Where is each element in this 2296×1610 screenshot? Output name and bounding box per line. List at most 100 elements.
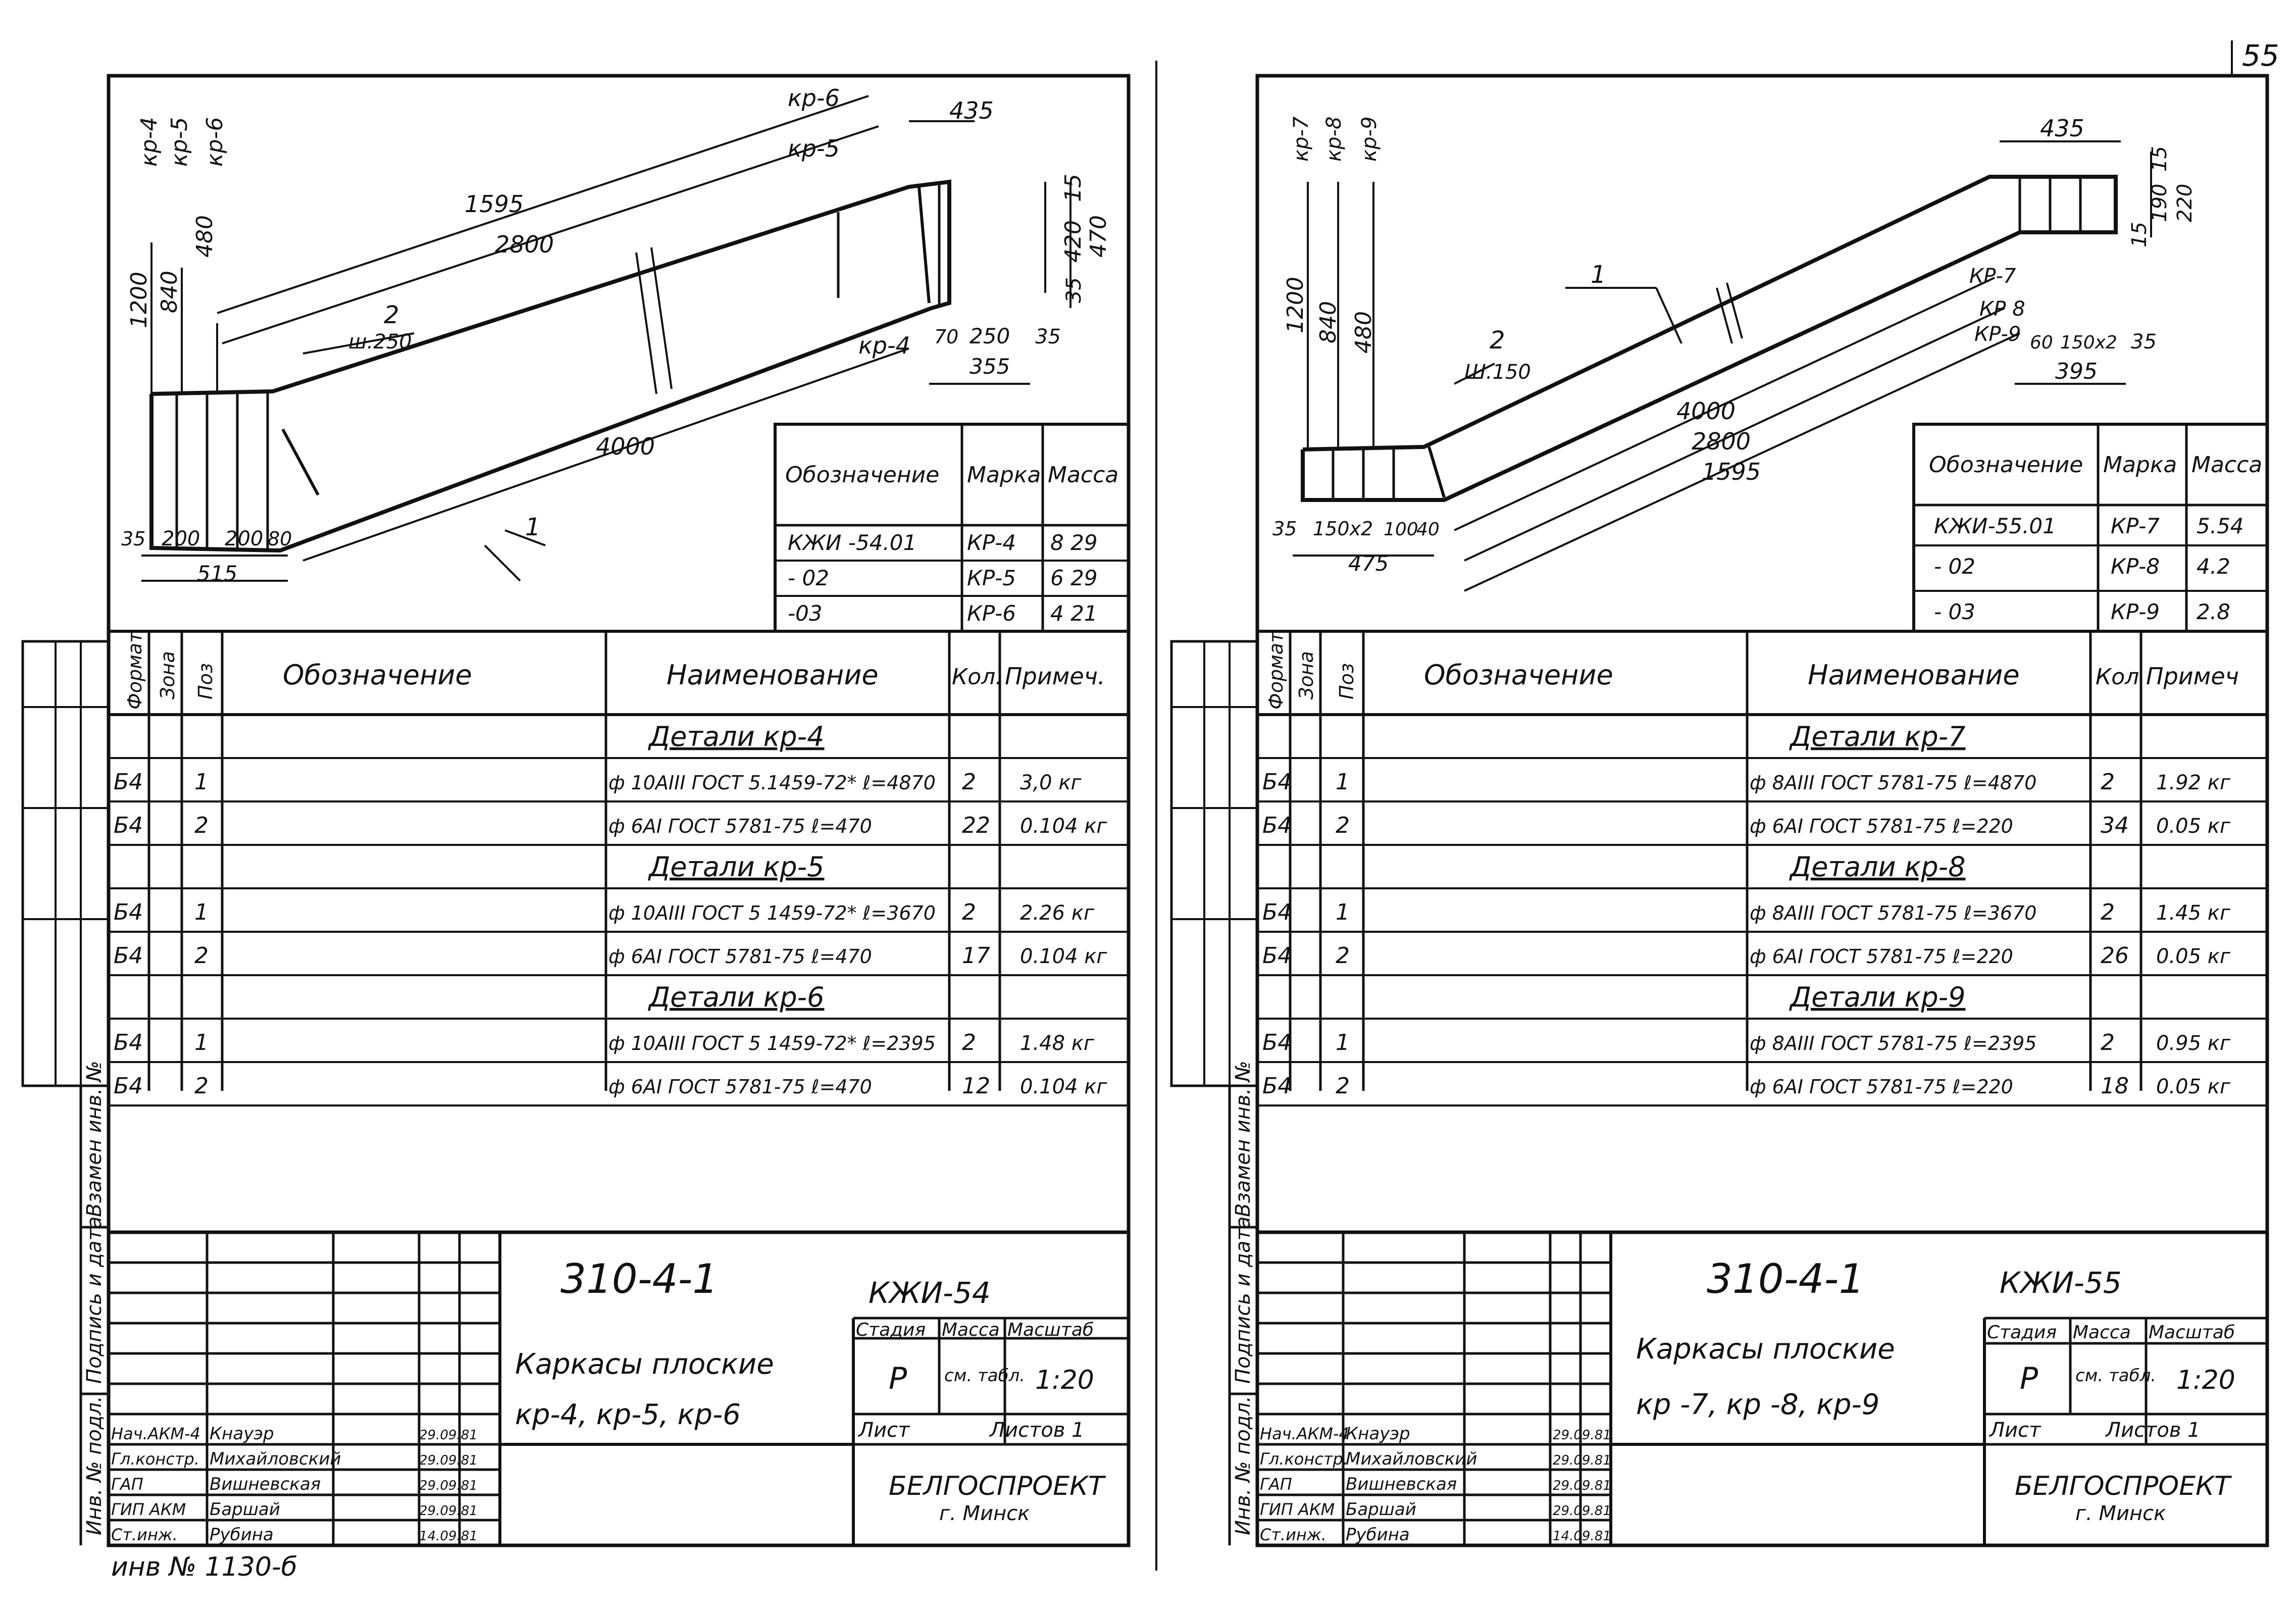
spec-name: ф 10АIII ГОСТ 5.1459-72* ℓ=4870 (608, 772, 936, 794)
spec-note: 0.104 кг (1020, 815, 1107, 838)
tb-person-date: 29.09.81 (1553, 1503, 1611, 1519)
marks-header-designation: Обозначение (1929, 452, 2083, 478)
dim-15b: 15 (2128, 222, 2151, 247)
tb-person-date: 29.09.81 (419, 1428, 478, 1443)
tb-person-name: Вишневская (1346, 1474, 1457, 1494)
tb-person-role: ГАП (111, 1475, 143, 1494)
tb-scale-header: Масштаб (1007, 1320, 1094, 1340)
mark-kp5-vert: кр-5 (167, 117, 192, 167)
pos-1-callout: 1 (1591, 261, 1606, 289)
right-side-stamp: Инв. № подл. Подпись и дата Взамен инв. … (1170, 640, 1259, 1545)
dim-2800: 2800 (495, 231, 554, 258)
left-title-block: 310-4-1 КЖИ-54 Каркасы плоские кр-4, кр-… (109, 1230, 1129, 1545)
spec-name: ф 6АI ГОСТ 5781-75 ℓ=470 (608, 1076, 872, 1098)
spec-group-title: Детали кр-7 (1789, 721, 1965, 752)
marks-mark: КР-5 (967, 566, 1016, 590)
spec-note: 1.45 кг (2156, 901, 2231, 925)
spec-format: Б4 (114, 1030, 143, 1055)
label-kp7: КР-7 (1969, 265, 2016, 288)
spec-name: ф 6АI ГОСТ 5781-75 ℓ=470 (608, 945, 872, 968)
spec-position: 1 (1336, 1030, 1350, 1055)
tb-org1: БЕЛГОСПРОЕКТ (2015, 1471, 2232, 1501)
spec-header-format: Формат (1265, 631, 1287, 710)
spec-format: Б4 (1262, 769, 1292, 795)
tb-person-date: 29.09.81 (419, 1478, 478, 1493)
spec-qty: 2 (962, 1030, 976, 1055)
spec-name: ф 6АI ГОСТ 5781-75 ℓ=470 (608, 815, 872, 837)
marks-designation: -03 (788, 601, 823, 626)
label-kp5: кр-5 (788, 135, 840, 162)
right-frame-drawing: кр-7 кр-8 кр-9 435 15 190 15 220 1 КР-7 … (1272, 115, 2197, 592)
spec-name: ф 6АI ГОСТ 5781-75 ℓ=220 (1750, 1076, 2013, 1098)
tb-person-date: 29.09.81 (1553, 1478, 1611, 1493)
dim-80: 80 (268, 528, 292, 550)
dim-100: 100 (1384, 519, 1418, 540)
spec-group-title: Детали кр-5 (648, 851, 824, 883)
marks-mass: 6 29 (1050, 566, 1098, 590)
spec-name: ф 8АIII ГОСТ 5781-75 ℓ=4870 (1750, 772, 2036, 794)
dim-2800: 2800 (1692, 428, 1751, 455)
marks-designation: - 02 (788, 566, 829, 590)
tb-org1: БЕЛГОСПРОЕКТ (889, 1471, 1106, 1501)
dim-1200: 1200 (1283, 277, 1308, 333)
spec-format: Б4 (114, 899, 143, 925)
spec-note: 0.05 кг (2156, 1075, 2231, 1098)
tb-sheet: Лист (857, 1419, 910, 1442)
pos-2-callout: 2 (384, 301, 399, 329)
tb-stage-header: Стадия (1987, 1322, 2057, 1343)
tb-person-date: 29.09.81 (1553, 1453, 1611, 1468)
marks-designation: КЖИ-55.01 (1934, 514, 2056, 538)
spec-header-pos: Поз (194, 663, 217, 699)
tb-stage: Р (889, 1361, 907, 1396)
tb-sheets: Листов 1 (989, 1419, 1085, 1442)
spec-header-pos: Поз (1336, 663, 1358, 699)
dim-60: 60 (2030, 332, 2053, 353)
marks-mass: 8 29 (1050, 530, 1098, 555)
tb-sheet: Лист (1988, 1419, 2042, 1442)
spec-name: ф 10АIII ГОСТ 5 1459-72* ℓ=3670 (608, 902, 936, 924)
marks-header-mark: Марка (2103, 452, 2177, 478)
right-frame-outline (1301, 175, 2118, 502)
label-kp8: КР 8 (1979, 297, 2025, 321)
dim-35-left: 35 (1272, 518, 1297, 540)
tb-code: 310-4-1 (560, 1255, 718, 1302)
tb-org2: г. Минск (939, 1502, 1030, 1525)
dim-840: 840 (1315, 301, 1341, 343)
spec-position: 1 (194, 899, 209, 925)
spec-qty: 2 (962, 769, 976, 795)
tb-person-name: Михайловский (1346, 1449, 1477, 1469)
dim-220: 220 (2173, 184, 2197, 222)
spec-qty: 2 (2101, 1030, 2115, 1055)
tb-person-name: Михайловский (210, 1449, 341, 1469)
tb-person-name: Кнауэр (1346, 1424, 1410, 1444)
side-stamp-2: Подпись и дата (1232, 1217, 1255, 1384)
dim-35: 35 (2131, 330, 2157, 354)
tb-person-name: Баршай (210, 1499, 280, 1520)
spec-format: Б4 (1262, 1073, 1292, 1099)
side-stamp-1: Инв. № подл. (1232, 1396, 1255, 1535)
left-sheet: Инв. № подл. Подпись и дата Взамен инв. … (21, 74, 1131, 1582)
spec-header-zone: Зона (157, 651, 179, 699)
spec-position: 2 (1336, 813, 1350, 838)
spec-header-designation: Обозначение (283, 659, 472, 691)
mark-kp4-vert: кр-4 (136, 117, 162, 167)
tb-person-role: Гл.констр. (1260, 1449, 1348, 1469)
spec-format: Б4 (114, 769, 143, 795)
spec-header-note: Примеч (2146, 663, 2239, 690)
side-stamp-3: Взамен инв. № (1232, 1061, 1255, 1217)
dim-355: 355 (970, 354, 1010, 379)
tb-person-name: Рубина (210, 1525, 274, 1545)
dim-1595: 1595 (465, 190, 524, 218)
tb-title1: Каркасы плоские (515, 1348, 774, 1381)
spec-position: 1 (1336, 899, 1350, 925)
mark-kp9-vert: кр-9 (1358, 117, 1381, 162)
spec-format: Б4 (1262, 1030, 1292, 1055)
spec-header-name: Наименование (667, 659, 879, 691)
side-stamp-3: Взамен инв. № (83, 1061, 106, 1217)
tb-title1: Каркасы плоские (1636, 1333, 1895, 1366)
dim-15: 15 (1060, 174, 1086, 202)
spec-group-title: Детали кр-9 (1789, 981, 1965, 1013)
side-stamp-1: Инв. № подл. (83, 1396, 106, 1535)
tb-scale-header: Масштаб (2149, 1322, 2235, 1343)
